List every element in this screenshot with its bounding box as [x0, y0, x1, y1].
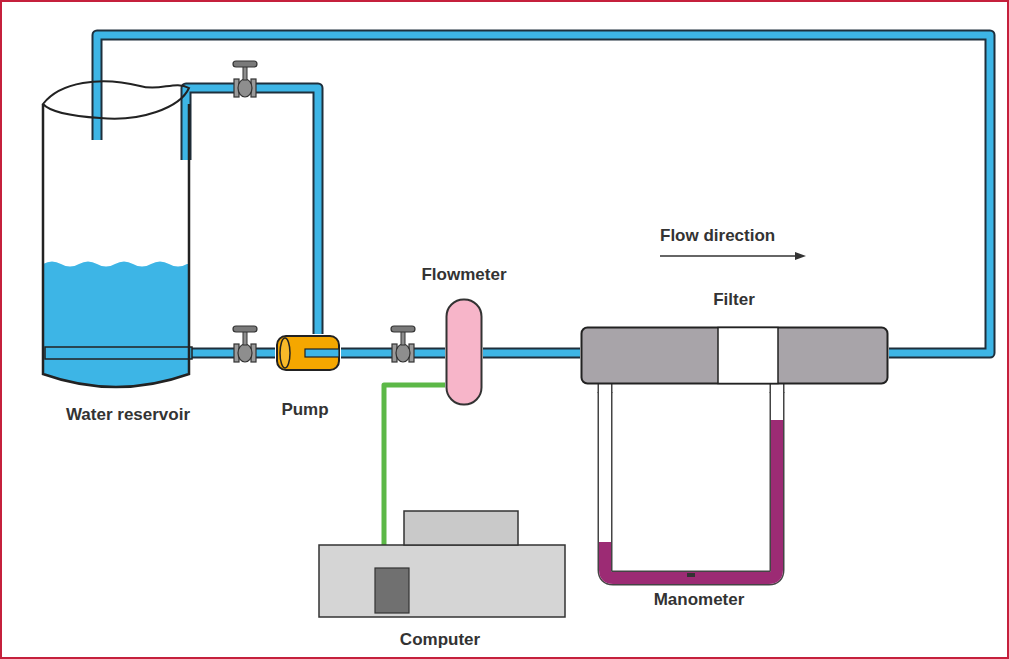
manometer-shape: [597, 392, 787, 584]
connector-stroke: [771, 384, 783, 393]
connector-stroke: [598, 384, 613, 393]
component-label: Computer: [400, 630, 480, 650]
flowmeter: Flowmeter: [445, 298, 483, 406]
valve-symbol: [233, 326, 257, 362]
water-pipe: [483, 353, 580, 354]
valve-symbol: [233, 61, 257, 97]
pump-shape: [275, 334, 341, 372]
valve-symbol: [391, 326, 415, 362]
connector-stroke: [186, 88, 318, 334]
filter-shape: [580, 326, 889, 385]
water-pipe: [97, 35, 990, 353]
water-reservoir-shape: [40, 78, 192, 398]
component-label: Filter: [713, 290, 755, 310]
water-reservoir: Water reservoir: [40, 78, 192, 398]
pump: Pump: [275, 334, 341, 372]
flow-direction-arrow: [660, 252, 806, 260]
water-pipe: [186, 88, 318, 334]
computer: Computer: [318, 510, 566, 618]
manometer-tube: [605, 384, 777, 393]
manometer: Manometer: [597, 392, 787, 584]
component-label: Manometer: [654, 590, 745, 610]
connector-stroke: [599, 384, 611, 393]
component-label: Flowmeter: [421, 265, 506, 285]
connector-stroke: [97, 35, 990, 353]
component-label: Pump: [281, 400, 328, 420]
filter: Filter: [580, 326, 889, 385]
connector-stroke: [97, 35, 990, 353]
component-label: Water reservoir: [66, 405, 190, 425]
computer-shape: [318, 510, 566, 618]
connector-stroke: [483, 348, 580, 359]
flow-label: Flow direction: [660, 226, 775, 246]
connector-stroke: [483, 350, 580, 357]
connector-stroke: [186, 88, 318, 334]
flowmeter-shape: [445, 298, 483, 406]
connector-stroke: [770, 384, 785, 393]
